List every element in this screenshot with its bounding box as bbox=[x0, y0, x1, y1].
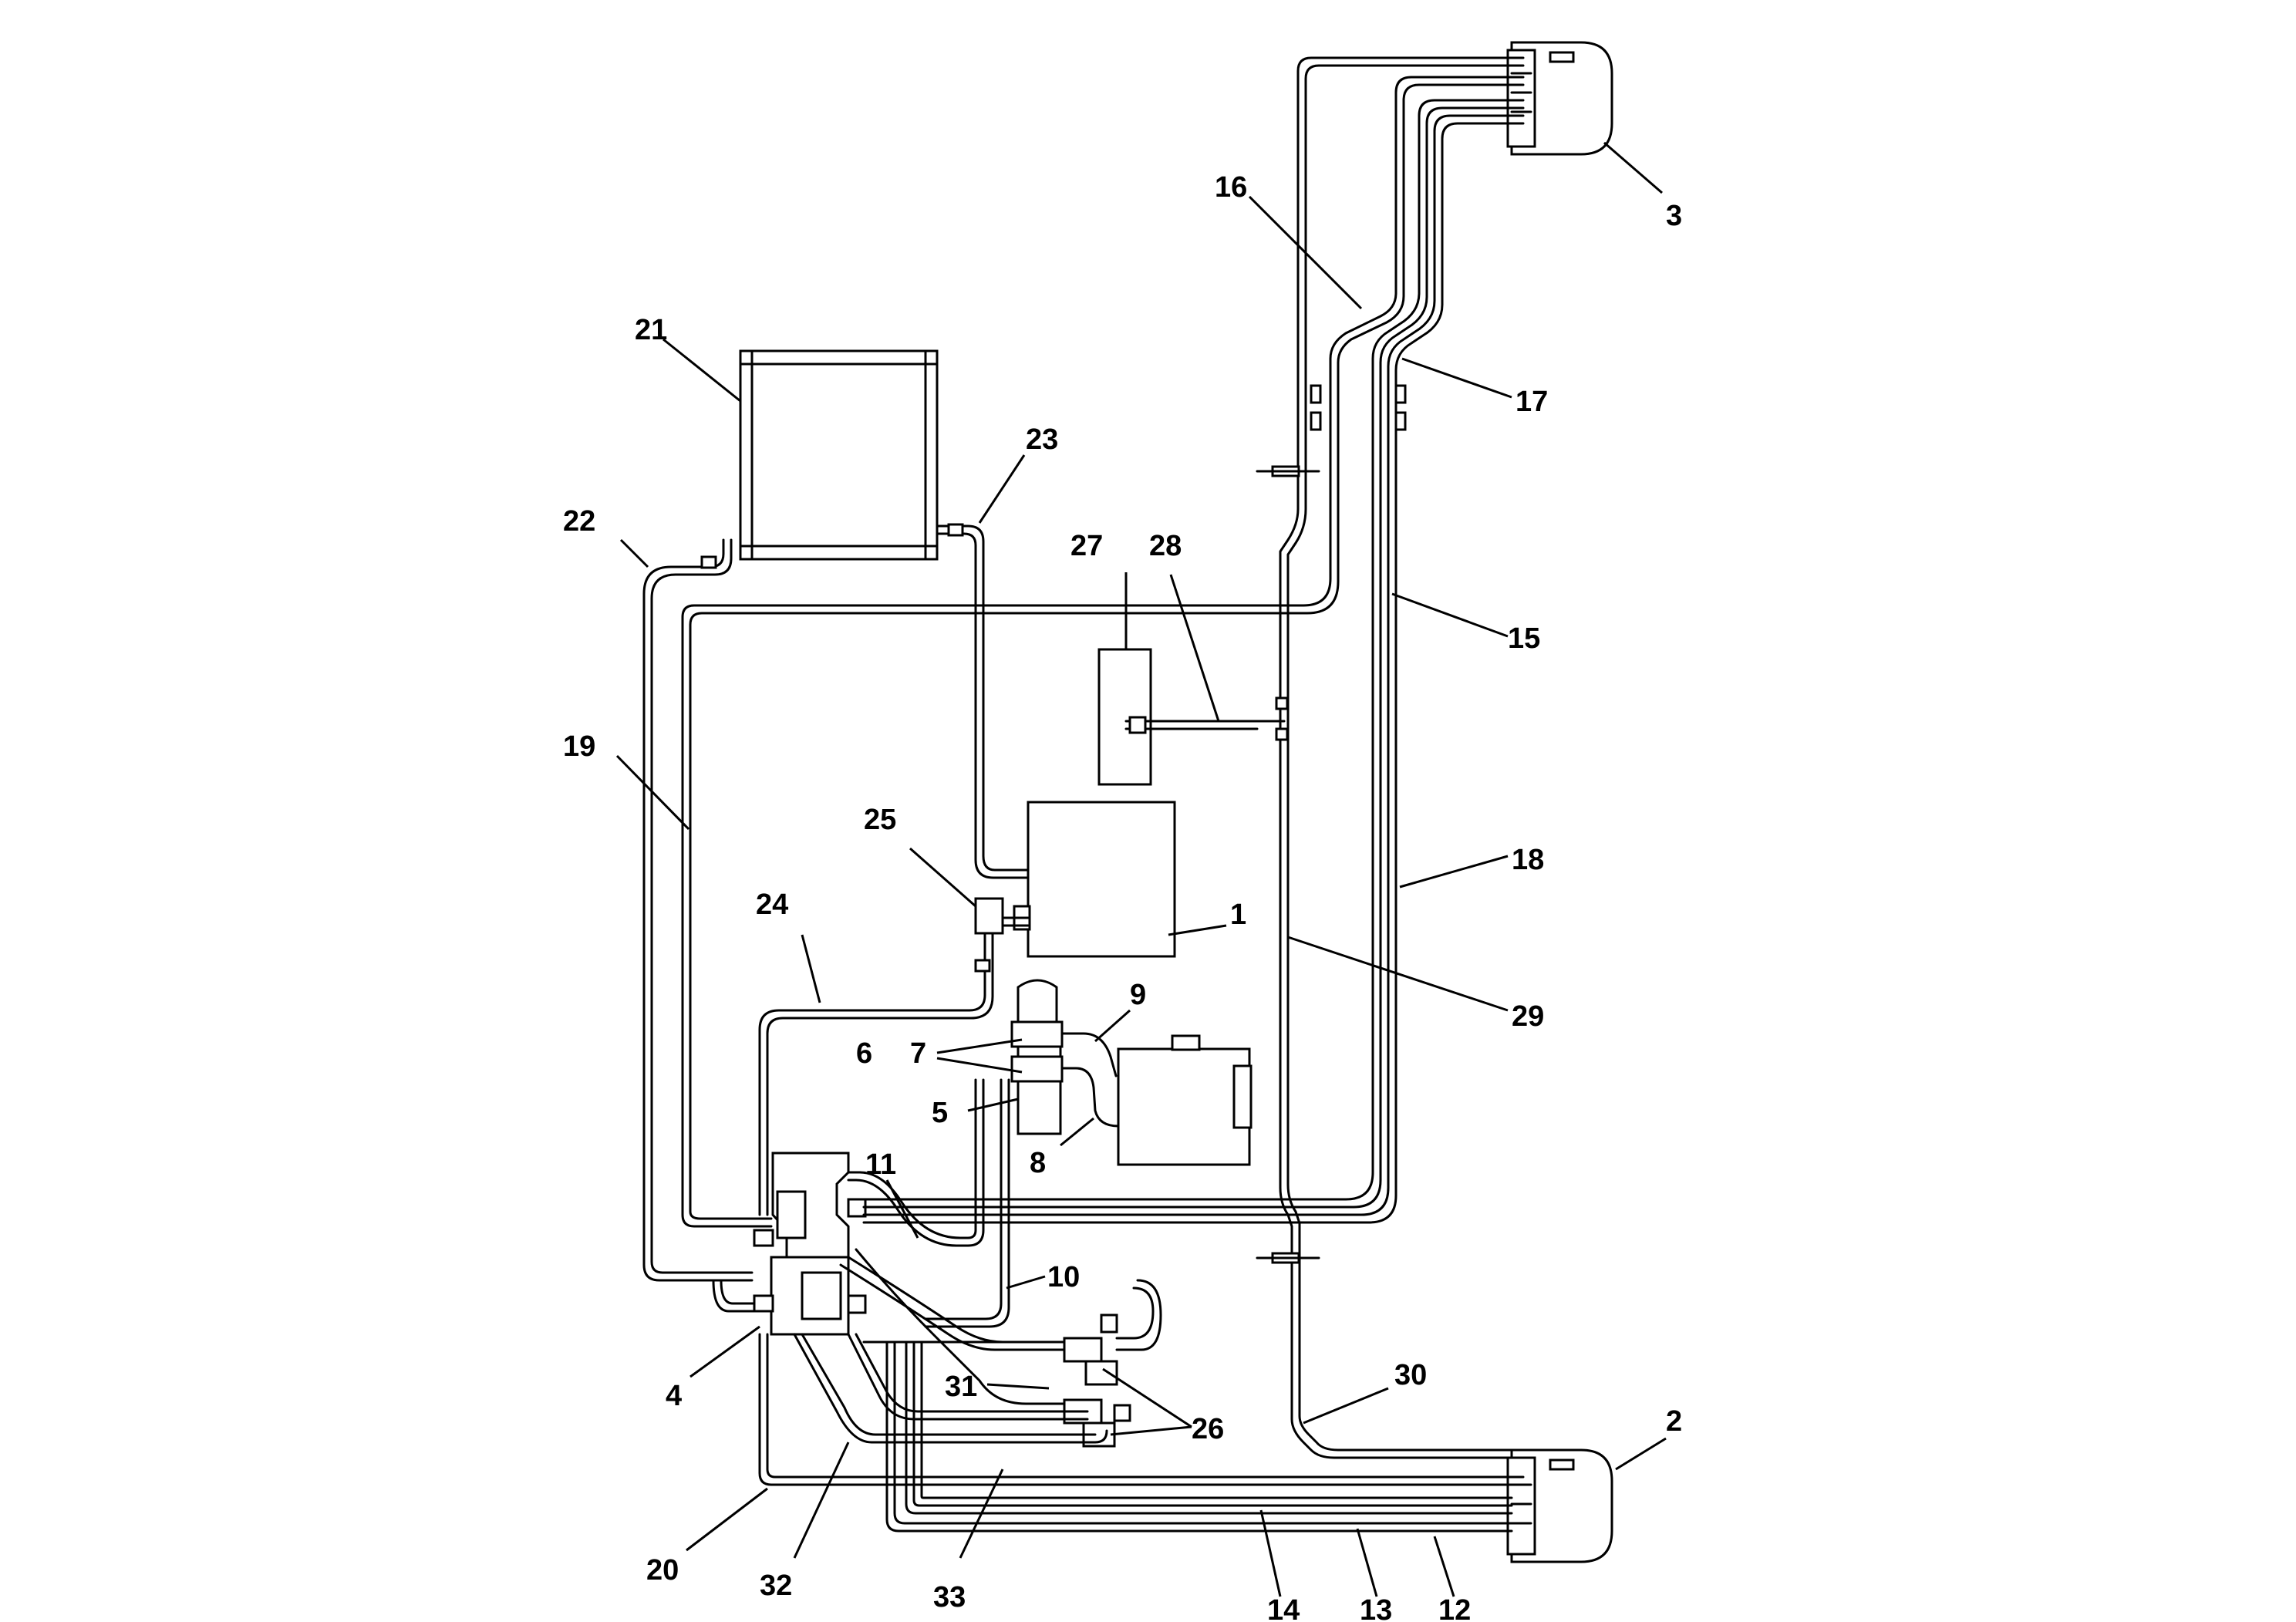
hydraulic-tank bbox=[1027, 801, 1176, 958]
callout-30: 30 bbox=[1394, 1359, 1427, 1391]
callout-25: 25 bbox=[864, 804, 896, 836]
callout-32: 32 bbox=[760, 1570, 792, 1602]
callout-12: 12 bbox=[1438, 1594, 1471, 1622]
control-valve-lower bbox=[1063, 1398, 1131, 1448]
callout-29: 29 bbox=[1512, 1000, 1544, 1033]
callout-22: 22 bbox=[563, 505, 595, 538]
callout-7: 7 bbox=[910, 1037, 926, 1070]
callout-33: 33 bbox=[933, 1581, 966, 1614]
callout-20: 20 bbox=[646, 1554, 679, 1587]
callout-labels: 1 2 3 4 5 6 7 8 9 10 11 12 13 14 15 16 1… bbox=[563, 171, 1682, 1622]
check-valve bbox=[974, 897, 1004, 935]
callout-31: 31 bbox=[945, 1371, 977, 1403]
callout-27: 27 bbox=[1070, 530, 1103, 562]
callout-14: 14 bbox=[1267, 1594, 1300, 1622]
callout-9: 9 bbox=[1130, 979, 1146, 1011]
callout-8: 8 bbox=[1030, 1147, 1046, 1179]
hose-lines bbox=[642, 56, 1525, 1533]
callout-4: 4 bbox=[666, 1380, 682, 1412]
callout-18: 18 bbox=[1512, 844, 1544, 876]
callout-1: 1 bbox=[1230, 899, 1246, 931]
callout-21: 21 bbox=[635, 314, 667, 346]
motor-lower bbox=[1506, 1448, 1613, 1563]
callout-3: 3 bbox=[1666, 200, 1682, 232]
callout-16: 16 bbox=[1215, 171, 1247, 204]
callout-26: 26 bbox=[1192, 1413, 1224, 1445]
motor-upper bbox=[1506, 41, 1613, 156]
callout-23: 23 bbox=[1026, 423, 1058, 456]
oil-cooler bbox=[739, 349, 939, 561]
callout-11: 11 bbox=[865, 1148, 896, 1181]
filter bbox=[1010, 979, 1064, 1135]
reservoir bbox=[1117, 1034, 1253, 1166]
fittings bbox=[700, 384, 1407, 1264]
leader-lines bbox=[615, 141, 1667, 1597]
callout-10: 10 bbox=[1047, 1261, 1080, 1293]
callout-24: 24 bbox=[756, 889, 788, 921]
callout-6: 6 bbox=[856, 1037, 872, 1070]
callout-17: 17 bbox=[1515, 386, 1548, 418]
callout-19: 19 bbox=[563, 730, 595, 763]
callout-2: 2 bbox=[1666, 1405, 1682, 1438]
control-valve-upper bbox=[1063, 1313, 1118, 1386]
callout-5: 5 bbox=[932, 1097, 948, 1129]
callout-15: 15 bbox=[1508, 622, 1540, 655]
callout-13: 13 bbox=[1360, 1594, 1392, 1622]
pump-assembly bbox=[753, 1152, 867, 1336]
callout-28: 28 bbox=[1149, 530, 1182, 562]
